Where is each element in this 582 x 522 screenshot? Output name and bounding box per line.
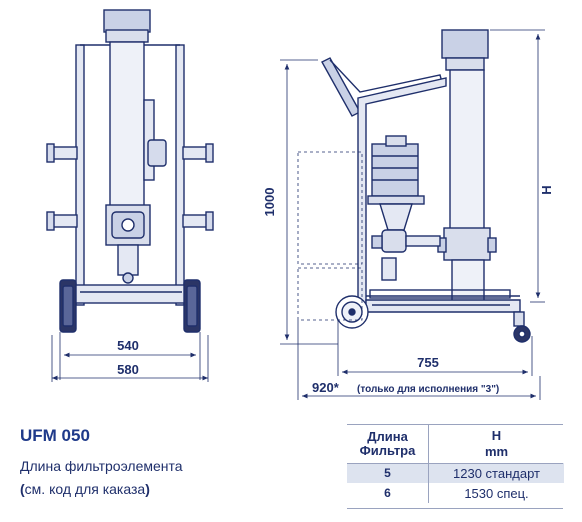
- table-row: 5 1230 стандарт: [347, 463, 564, 483]
- table-row: 6 1530 спец.: [347, 483, 564, 503]
- table-header-rule: [347, 463, 563, 464]
- paren-open: (: [20, 481, 25, 497]
- option-outline: [297, 151, 363, 321]
- dim-540: 540: [117, 338, 139, 353]
- table-bottom-rule: [347, 508, 563, 509]
- side-dimensions: [280, 29, 545, 400]
- model-title: UFM 050: [20, 426, 90, 445]
- technical-drawing: 540 580: [46, 9, 554, 400]
- order-code-note: (см. код для каказа): [20, 481, 150, 497]
- front-dimensions: [51, 332, 209, 382]
- paren-close: ): [145, 481, 150, 497]
- filter-length-label: Длина фильтроэлемента: [20, 458, 183, 474]
- dim-580: 580: [117, 362, 139, 377]
- side-view: [321, 29, 531, 343]
- row-value: 1530 спец.: [428, 483, 564, 503]
- dim-h: H: [539, 185, 554, 194]
- row-value: 1230 стандарт: [428, 463, 564, 483]
- table-top-rule: [347, 424, 563, 425]
- dim-920: 920*: [312, 380, 340, 395]
- front-view: [46, 9, 214, 333]
- dim-1000: 1000: [262, 188, 277, 217]
- row-code: 5: [347, 463, 429, 483]
- dim-920-note: (только для исполнения "3"): [357, 384, 499, 395]
- order-code-text: см. код для каказа: [24, 481, 146, 497]
- row-code: 6: [347, 483, 429, 503]
- dim-755: 755: [417, 355, 439, 370]
